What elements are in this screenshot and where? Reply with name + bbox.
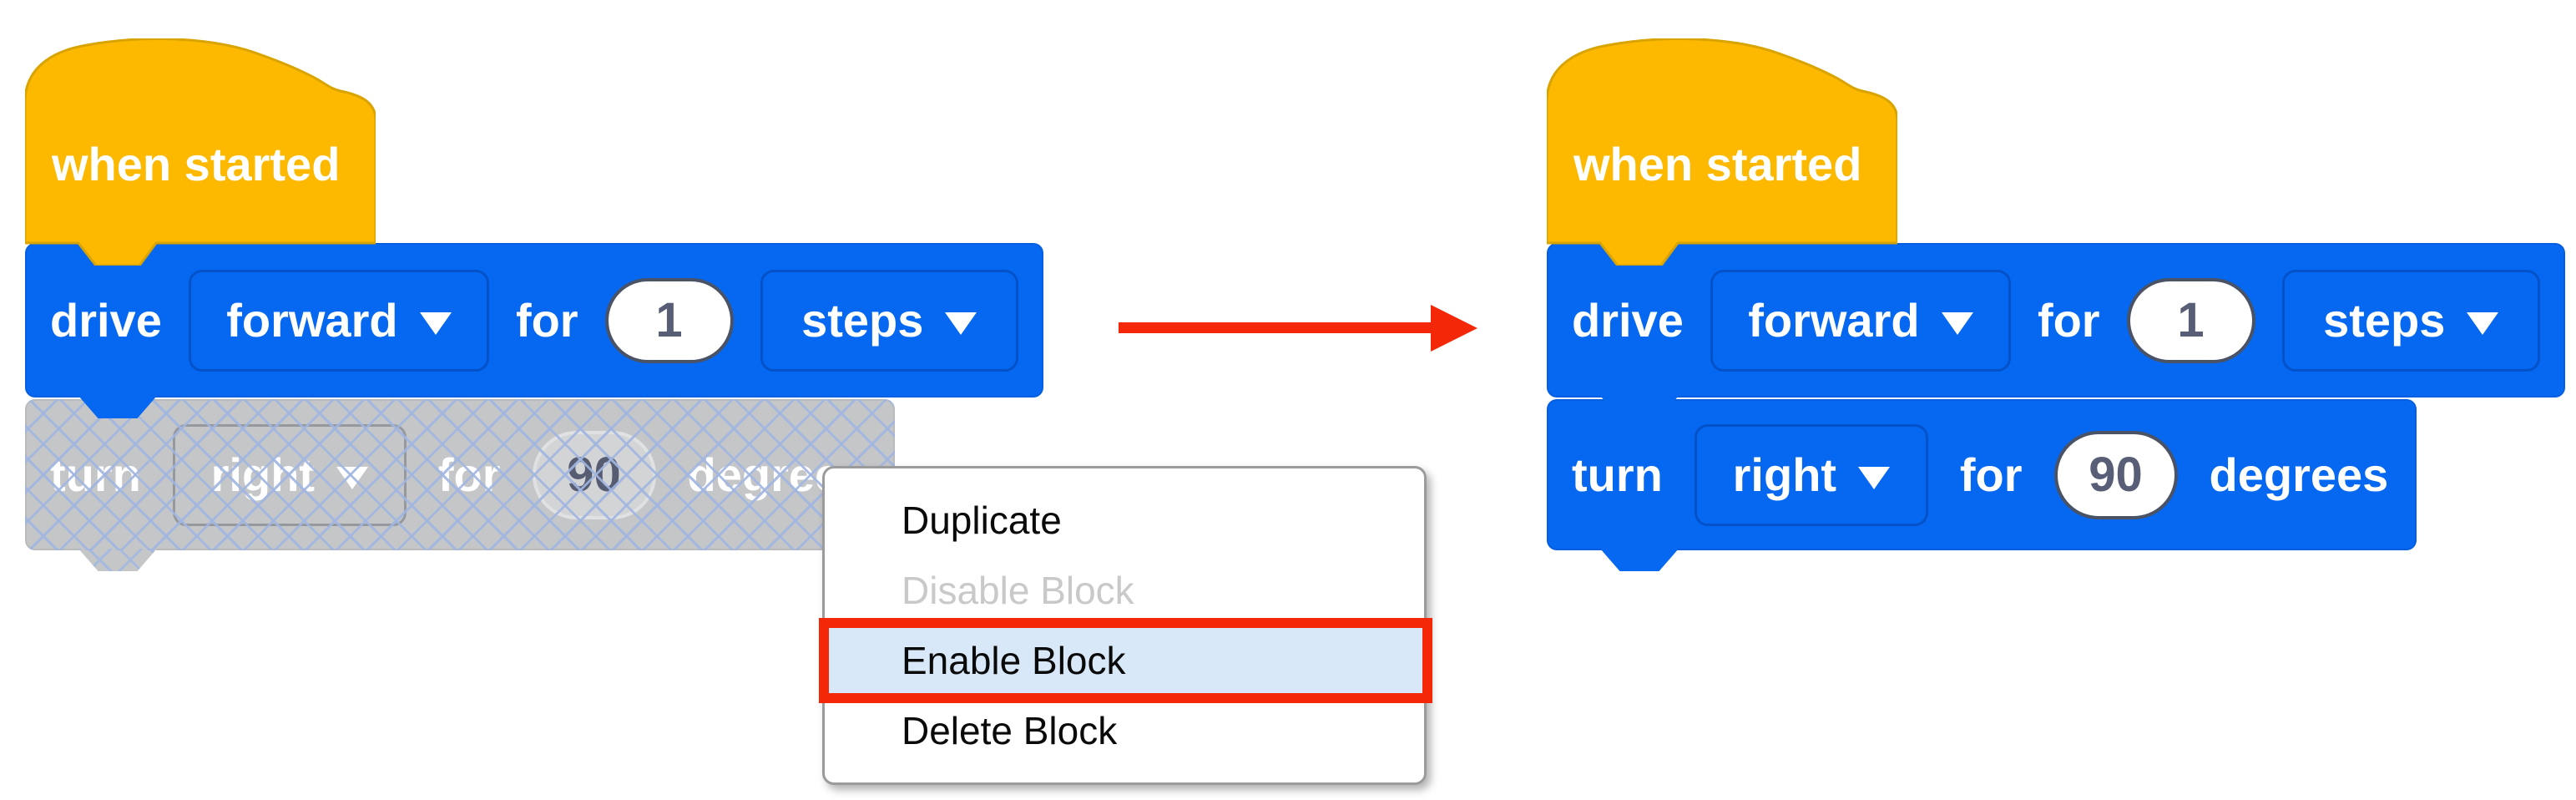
menu-item-delete-block[interactable]: Delete Block — [825, 696, 1424, 766]
turn-angle-value: 90 — [567, 448, 621, 502]
menu-item-label: Enable Block — [902, 639, 1126, 682]
drive-unit-dropdown[interactable]: steps — [760, 269, 1018, 372]
for-label: for — [515, 294, 578, 347]
degrees-label: degrees — [2209, 448, 2389, 501]
chevron-down-icon — [336, 467, 369, 489]
block-context-menu: Duplicate Disable Block Enable Block Del… — [819, 466, 1432, 785]
chevron-down-icon — [1941, 312, 1973, 335]
hat-block-shape — [1545, 38, 1899, 267]
turn-label: turn — [50, 448, 141, 501]
turn-block-disabled[interactable]: turn right for 90 degrees — [25, 399, 895, 571]
drive-label: drive — [1572, 294, 1684, 347]
for-label: for — [2037, 294, 2100, 347]
menu-item-label: Duplicate — [902, 499, 1062, 542]
chevron-down-icon — [1858, 467, 1891, 489]
drive-direction-dropdown[interactable]: forward — [188, 269, 489, 372]
for-label: for — [1959, 448, 2023, 501]
drive-label: drive — [50, 294, 162, 347]
hat-block-shape — [23, 38, 377, 267]
when-started-label: when started — [52, 138, 341, 190]
drive-direction-value: forward — [226, 294, 398, 347]
red-arrow-head-icon — [1431, 305, 1477, 352]
drive-block[interactable]: drive forward for 1 steps — [1547, 243, 2565, 418]
menu-item-enable-block[interactable]: Enable Block — [819, 618, 1432, 703]
turn-block-enabled[interactable]: turn right for 90 degrees — [1547, 399, 2417, 571]
drive-direction-value: forward — [1748, 294, 1920, 347]
turn-angle-input[interactable]: 90 — [532, 430, 656, 519]
turn-angle-input[interactable]: 90 — [2053, 430, 2178, 519]
drive-unit-dropdown[interactable]: steps — [2281, 269, 2540, 372]
block-connector-tab — [1600, 549, 1679, 571]
turn-direction-dropdown[interactable]: right — [172, 423, 407, 526]
turn-angle-value: 90 — [2089, 448, 2143, 502]
when-started-label: when started — [1573, 138, 1862, 190]
when-started-hat-block[interactable]: when started — [23, 38, 377, 267]
turn-direction-value: right — [210, 448, 316, 501]
drive-distance-input[interactable]: 1 — [604, 277, 734, 363]
menu-item-label: Delete Block — [902, 709, 1118, 752]
drive-unit-value: steps — [801, 294, 924, 347]
drive-distance-value: 1 — [655, 293, 683, 347]
block-connector-tab — [78, 549, 157, 571]
drive-distance-value: 1 — [2177, 293, 2205, 347]
for-label: for — [437, 448, 501, 501]
chevron-down-icon — [2467, 312, 2499, 335]
menu-item-duplicate[interactable]: Duplicate — [825, 485, 1424, 555]
menu-item-disable-block: Disable Block — [825, 555, 1424, 625]
drive-direction-dropdown[interactable]: forward — [1710, 269, 2011, 372]
drive-distance-input[interactable]: 1 — [2126, 277, 2255, 363]
menu-item-label: Disable Block — [902, 569, 1134, 612]
chevron-down-icon — [945, 312, 977, 335]
turn-direction-dropdown[interactable]: right — [1694, 423, 1928, 526]
when-started-hat-block[interactable]: when started — [1545, 38, 1899, 267]
turn-direction-value: right — [1732, 448, 1837, 501]
red-arrow-line — [1119, 322, 1437, 333]
chevron-down-icon — [419, 312, 452, 335]
turn-label: turn — [1572, 448, 1663, 501]
drive-unit-value: steps — [2323, 294, 2446, 347]
drive-block[interactable]: drive forward for 1 steps — [25, 243, 1043, 418]
